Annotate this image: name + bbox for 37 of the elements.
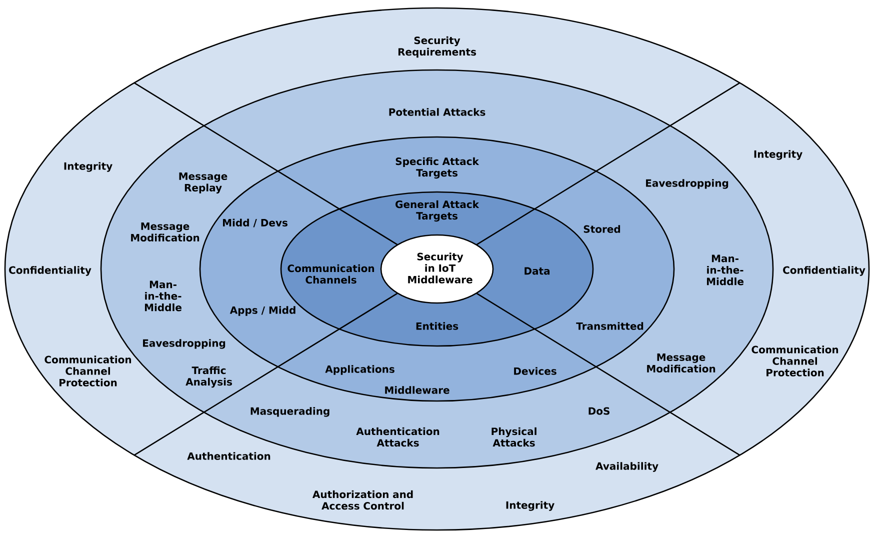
- ring-label: Message Replay: [179, 172, 228, 194]
- ring-label: Traffic Analysis: [186, 366, 232, 388]
- ring-title: Specific Attack Targets: [396, 157, 480, 179]
- ring-label: Apps / Midd: [230, 306, 296, 316]
- ring-label: Confidentiality: [783, 266, 866, 276]
- ring-label: Devices: [514, 367, 556, 375]
- ring-label: Authentication Attacks: [356, 427, 440, 447]
- ring-label: Entities: [416, 322, 458, 330]
- ring-label: Applications: [325, 365, 394, 375]
- ring-title: Security Requirements: [398, 36, 476, 58]
- ring-label: Integrity: [64, 162, 112, 172]
- ring-label: Eavesdropping: [646, 179, 728, 189]
- ring-label: Integrity: [506, 501, 554, 511]
- ring-label: Integrity: [754, 150, 802, 160]
- ring-label: Communication Channels: [288, 264, 374, 284]
- ring-label: Availability: [596, 462, 658, 472]
- ring-label: Authorization and Access Control: [312, 490, 413, 510]
- ring-label: Man-in-the-Middle: [706, 254, 744, 286]
- ring-label: Message Modification: [647, 354, 716, 372]
- ring-label: Stored: [584, 225, 620, 233]
- ring-title: General Attack Targets: [396, 200, 480, 222]
- ring-label: Communication Channel Protection: [44, 356, 132, 386]
- ring-label: DoS: [588, 407, 610, 415]
- center-label: Security in IoT Middleware: [408, 252, 472, 284]
- ring-title: Potential Attacks: [389, 108, 486, 116]
- ring-label: Transmitted: [576, 322, 644, 330]
- ring-label: Midd / Devs: [223, 218, 288, 228]
- ring-label: Authentication: [187, 452, 270, 460]
- ring-label: Message Modification: [131, 222, 200, 242]
- ring-label: Eavesdropping: [143, 339, 226, 349]
- ring-label: Physical Attacks: [492, 427, 536, 447]
- ring-label: Data: [524, 267, 550, 275]
- ring-label: Masquerading: [250, 407, 330, 417]
- ring-label: Middleware: [385, 386, 450, 394]
- ring-label: Confidentiality: [9, 266, 92, 276]
- ring-label: Man-in-the-Middle: [144, 280, 182, 312]
- ring-label: Communication Channel Protection: [752, 346, 838, 376]
